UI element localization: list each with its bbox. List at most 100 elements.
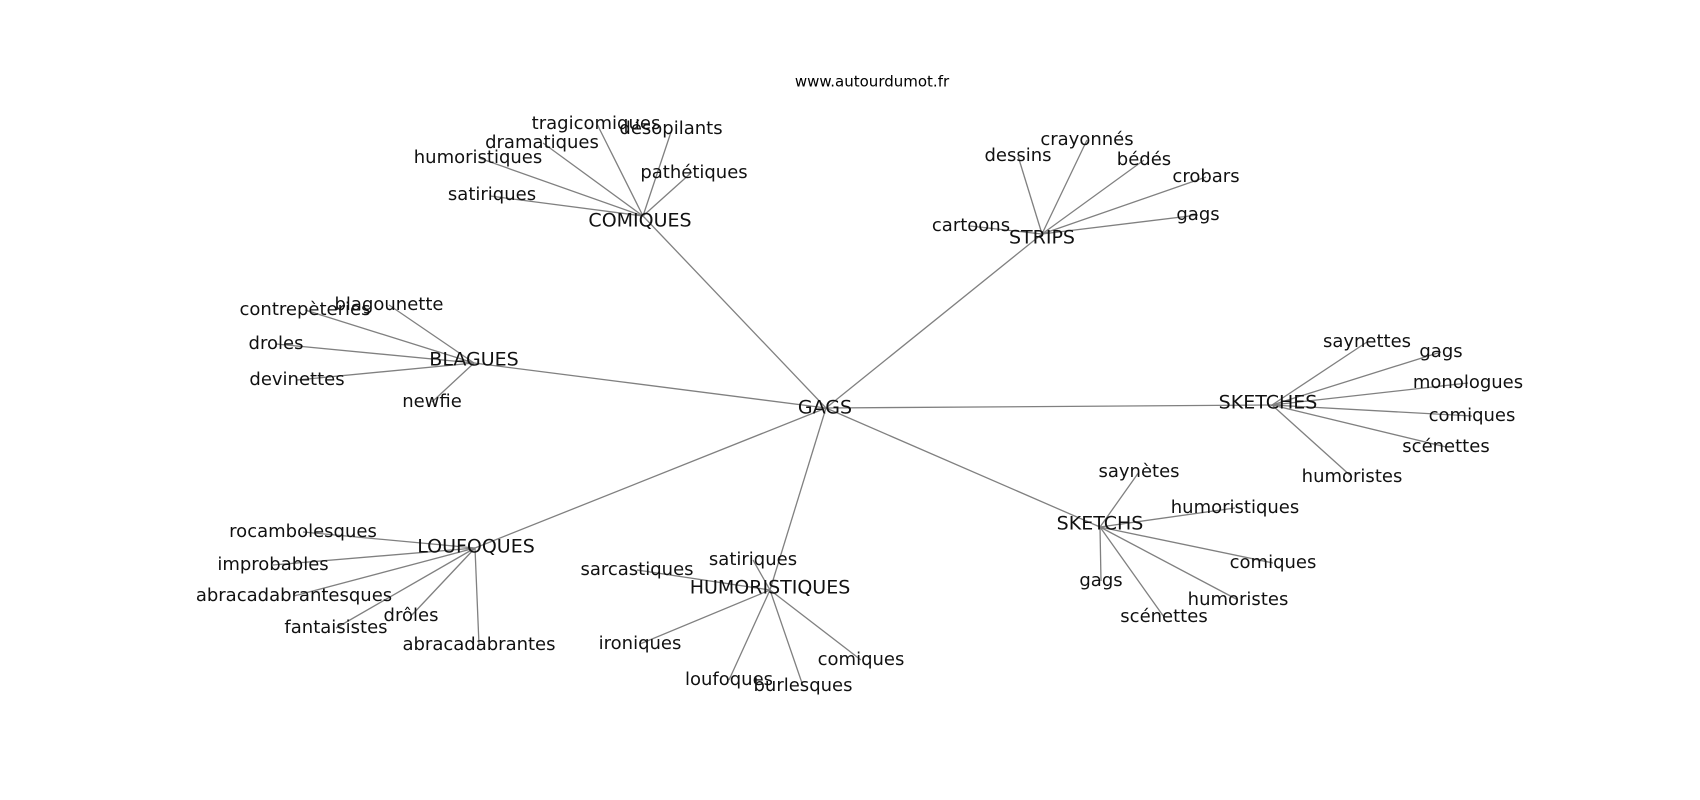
word-strips-gags[interactable]: gags <box>1176 204 1219 225</box>
edge-comiques-pathetiques <box>642 171 693 217</box>
word-sketches-gags[interactable]: gags <box>1419 341 1462 362</box>
word-strips-bedes[interactable]: bédés <box>1117 149 1171 170</box>
word-sketches-monologues[interactable]: monologues <box>1413 372 1523 393</box>
word-humoristiques-satiriques[interactable]: satiriques <box>709 549 797 570</box>
word-sketchs-gags[interactable]: gags <box>1079 570 1122 591</box>
edge-loufoques-improbables <box>272 547 476 566</box>
edge-sketchs-comiques <box>1099 526 1274 564</box>
hub-strips[interactable]: STRIPS <box>1009 227 1075 249</box>
word-comiques-desopilants[interactable]: désopilants <box>619 118 722 139</box>
word-blagues-contrepeteries[interactable]: contrepèteries <box>240 299 371 320</box>
word-comiques-humoristiques[interactable]: humoristiques <box>414 147 543 168</box>
edge-layer <box>272 123 1473 687</box>
edge-sketchs-scenettes <box>1099 526 1165 618</box>
edge-sketches-scenettes <box>1271 404 1447 448</box>
word-strips-cartoons[interactable]: cartoons <box>932 215 1010 236</box>
edge-strips-dessins <box>1017 155 1043 235</box>
hub-blagues[interactable]: BLAGUES <box>429 349 518 371</box>
edge-blagues-devinettes <box>296 362 475 381</box>
edge-sketches-humoristes <box>1271 404 1353 478</box>
edge-humoristiques-sarcastiques <box>636 569 771 591</box>
edge-gags-loufoques <box>474 407 827 549</box>
word-loufoques-rocambolesques[interactable]: rocambolesques <box>229 521 377 542</box>
hub-loufoques[interactable]: LOUFOQUES <box>417 536 535 558</box>
edge-comiques-desopilants <box>642 128 673 217</box>
word-comiques-satiriques[interactable]: satiriques <box>448 184 536 205</box>
word-blagues-devinettes[interactable]: devinettes <box>249 369 344 390</box>
edge-sketchs-humoristiques <box>1099 507 1236 528</box>
edge-gags-strips <box>825 233 1043 409</box>
word-loufoques-fantaisistes[interactable]: fantaisistes <box>284 617 387 638</box>
word-comiques-pathetiques[interactable]: pathétiques <box>640 162 747 183</box>
word-strips-dessins[interactable]: dessins <box>984 145 1051 166</box>
hub-sketchs[interactable]: SKETCHS <box>1057 513 1144 535</box>
edge-sketchs-saynetes <box>1099 471 1140 528</box>
word-sketches-comiques[interactable]: comiques <box>1429 405 1516 426</box>
word-sketchs-saynetes[interactable]: saynètes <box>1098 461 1179 482</box>
word-blagues-droles[interactable]: droles <box>249 333 304 354</box>
edge-strips-gags <box>1041 214 1199 235</box>
edge-sketches-comiques <box>1271 404 1473 417</box>
word-strips-crobars[interactable]: crobars <box>1172 166 1239 187</box>
edge-strips-crobars <box>1041 176 1207 235</box>
edge-humoristiques-ironiques <box>639 589 771 645</box>
edge-humoristiques-burlesques <box>769 589 804 687</box>
word-sketchs-scenettes[interactable]: scénettes <box>1120 606 1207 627</box>
edge-comiques-tragicomiques <box>596 123 644 217</box>
site-caption: www.autourdumot.fr <box>795 73 950 91</box>
word-sketches-humoristes[interactable]: humoristes <box>1302 466 1403 487</box>
edge-sketches-monologues <box>1271 382 1469 406</box>
edge-strips-crayonnes <box>1041 139 1088 235</box>
edge-sketchs-gags <box>1099 526 1102 582</box>
edge-blagues-blagounette <box>388 304 475 364</box>
edge-loufoques-droles <box>410 547 476 617</box>
word-comiques-dramatiques[interactable]: dramatiques <box>485 132 599 153</box>
edge-loufoques-rocambolesques <box>302 531 476 549</box>
edge-blagues-contrepeteries <box>304 309 475 364</box>
word-sketchs-comiques[interactable]: comiques <box>1230 552 1317 573</box>
word-sketchs-humoristiques[interactable]: humoristiques <box>1171 497 1300 518</box>
word-humoristiques-loufoques[interactable]: loufoques <box>685 669 773 690</box>
word-humoristiques-burlesques[interactable]: burlesques <box>754 675 853 696</box>
edge-sketches-saynettes <box>1271 341 1368 406</box>
word-sketches-saynettes[interactable]: saynettes <box>1323 331 1411 352</box>
word-loufoques-droles[interactable]: drôles <box>384 605 439 626</box>
edge-sketchs-humoristes <box>1099 526 1239 601</box>
edge-humoristiques-loufoques <box>728 589 771 681</box>
hub-humoristiques[interactable]: HUMORISTIQUES <box>690 577 851 599</box>
edge-gags-blagues <box>473 362 827 409</box>
edge-loufoques-abracadabrantes <box>474 547 480 646</box>
hub-comiques[interactable]: COMIQUES <box>588 210 691 232</box>
edge-gags-sketches <box>825 404 1273 409</box>
edge-gags-humoristiques <box>769 407 827 591</box>
word-loufoques-improbables[interactable]: improbables <box>217 554 328 575</box>
hub-sketches[interactable]: SKETCHES <box>1219 392 1318 414</box>
edge-gags-sketchs <box>825 407 1101 528</box>
word-humoristiques-comiques[interactable]: comiques <box>818 649 905 670</box>
edge-strips-bedes <box>1041 159 1145 235</box>
word-blagues-newfie[interactable]: newfie <box>402 391 462 412</box>
edge-humoristiques-comiques <box>769 589 862 661</box>
edge-blagues-droles <box>275 343 475 364</box>
word-sketches-scenettes[interactable]: scénettes <box>1402 436 1489 457</box>
edge-loufoques-abracadabrantesques <box>293 547 476 597</box>
edge-comiques-dramatiques <box>542 142 644 217</box>
word-loufoques-abracadabrantesques[interactable]: abracadabrantesques <box>196 585 392 606</box>
edge-humoristiques-satiriques <box>752 559 771 591</box>
word-strips-crayonnes[interactable]: crayonnés <box>1040 129 1133 150</box>
edge-strips-cartoons <box>969 225 1043 235</box>
label-layer: tragicomiquesdésopilantsdramatiqueshumor… <box>196 113 1523 696</box>
edge-loufoques-fantaisistes <box>335 547 476 629</box>
word-humoristiques-ironiques[interactable]: ironiques <box>599 633 682 654</box>
word-loufoques-abracadabrantes[interactable]: abracadabrantes <box>402 634 555 655</box>
edge-sketches-gags <box>1271 351 1442 406</box>
root-gags[interactable]: GAGS <box>798 397 852 419</box>
edge-blagues-newfie <box>431 362 475 403</box>
edge-comiques-humoristiques <box>478 157 644 217</box>
word-humoristiques-sarcastiques[interactable]: sarcastiques <box>580 559 693 580</box>
word-comiques-tragicomiques[interactable]: tragicomiques <box>532 113 661 134</box>
edge-comiques-satiriques <box>489 195 644 217</box>
word-sketchs-humoristes[interactable]: humoristes <box>1188 589 1289 610</box>
word-blagues-blagounette[interactable]: blagounette <box>335 294 444 315</box>
